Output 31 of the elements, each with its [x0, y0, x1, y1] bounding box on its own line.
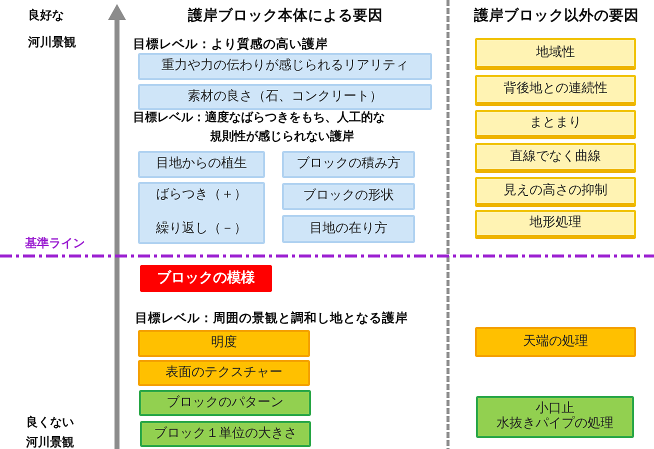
factor-box: 地形処理 [475, 210, 636, 239]
factor-box: 素材の良さ（石、コンクリート） [138, 84, 432, 110]
factor-label: 繰り返し（－） [156, 222, 247, 237]
factor-label: 小口止 [536, 402, 574, 416]
factor-box: ブロックの形状 [282, 183, 415, 210]
baseline-label: 基準ライン [25, 235, 85, 252]
target-level-note: 目標レベル：適度なばらつきをもち、人工的な規則性が感じられない護岸 [133, 109, 386, 145]
factor-box: 表面のテクスチャー [138, 360, 310, 386]
factor-box: 背後地との連続性 [475, 75, 636, 106]
factor-box: まとまり [475, 110, 636, 139]
factor-box: ブロック１単位の大きさ [140, 421, 311, 447]
factor-box: 明度 [138, 330, 310, 357]
factor-box: 天端の処理 [475, 327, 636, 357]
factor-box: ブロックのパターン [139, 390, 311, 416]
factor-box: 重力や力の伝わりが感じられるリアリティ [138, 53, 432, 80]
factor-box [138, 182, 265, 244]
factor-label: ばらつき（＋） [156, 188, 247, 203]
factor-box: 目地の在り方 [282, 215, 415, 243]
column-heading: 護岸ブロック以外の要因 [474, 6, 639, 25]
factor-label: 水抜きパイプの処理 [496, 417, 614, 432]
factor-box: ブロックの積み方 [282, 151, 415, 178]
factor-box: 直線でなく曲線 [475, 143, 636, 173]
factor-box: 地域性 [475, 38, 636, 70]
axis-label: 良くない河川景観 [26, 414, 75, 449]
factor-box: 目地からの植生 [138, 151, 265, 178]
factor-box: ブロックの模様 [140, 265, 272, 292]
target-level-note: 目標レベル：周囲の景観と調和し地となる護岸 [135, 310, 408, 327]
target-level-note: 目標レベル：より質感の高い護岸 [133, 36, 328, 53]
factor-box: 見えの高さの抑制 [475, 177, 636, 207]
factor-box [476, 396, 634, 438]
column-heading: 護岸ブロック本体による要因 [188, 6, 383, 25]
